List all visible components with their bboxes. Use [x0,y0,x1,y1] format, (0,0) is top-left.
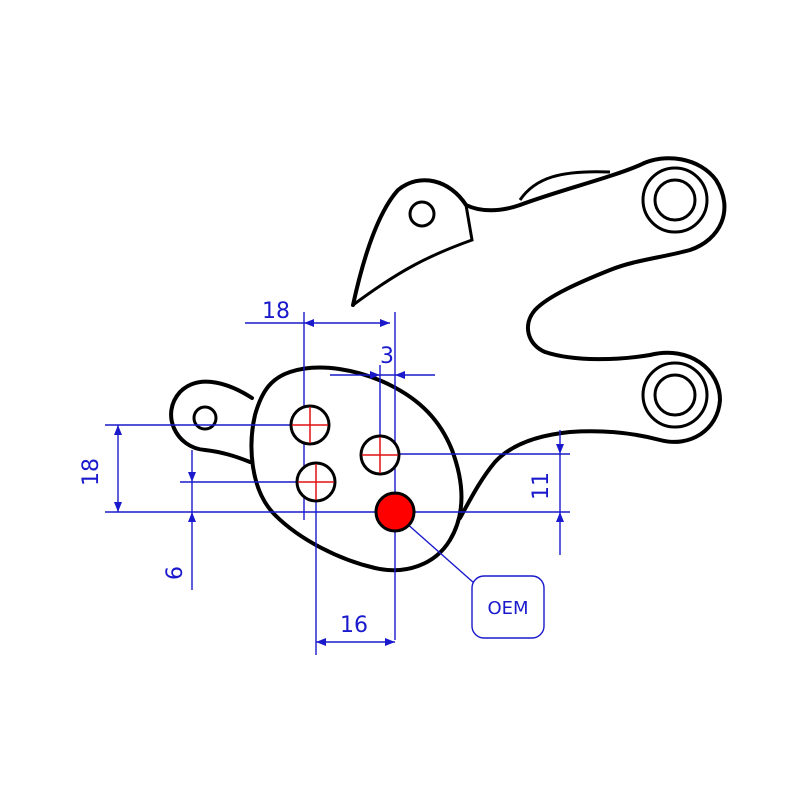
upper-notch [352,204,474,307]
dim-left-18: 18 [79,458,104,486]
pad-plate [249,365,464,573]
oem-label: OEM [487,598,528,619]
dimension-lines [105,312,570,655]
upper-right-eye [641,166,709,234]
dim-bottom-16: 16 [340,613,368,638]
top-flange-detail [518,170,611,201]
lower-right-eye [641,361,709,429]
oem-callout: OEM [471,575,545,639]
left-tab-hole [192,405,218,431]
dim-top-18: 18 [262,299,290,324]
hole-upper-left [289,404,331,446]
upper-tab-hole [408,200,436,228]
hole-lower-left [295,461,337,503]
bracket-outline [351,156,727,520]
dim-right-11: 11 [529,472,554,500]
dim-top-3: 3 [380,344,394,369]
oem-hole [374,491,416,533]
left-tab [169,379,254,464]
dim-left-6: 6 [163,566,188,580]
hole-middle-right [359,434,401,476]
